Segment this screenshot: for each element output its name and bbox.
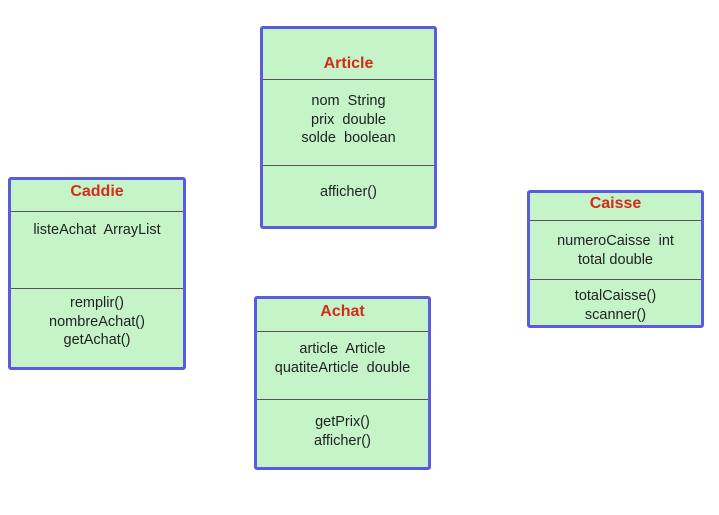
divider xyxy=(263,165,434,166)
class-title-caisse: Caisse xyxy=(589,195,642,212)
method-afficher: afficher() xyxy=(320,184,377,200)
class-title-caddie: Caddie xyxy=(70,183,124,200)
attribute-numerocaisse: numeroCaisse int xyxy=(557,233,674,249)
attribute-total: total double xyxy=(578,251,653,268)
method-scanner: scanner() xyxy=(584,306,647,323)
divider xyxy=(257,399,428,400)
methods-section-caisse: totalCaisse() scanner() xyxy=(530,287,701,324)
attribute-listeachat: listeAchat ArrayList xyxy=(33,222,161,238)
methods-section-achat: getPrix() afficher() xyxy=(257,413,428,450)
attribute-prix: prix double xyxy=(311,111,386,128)
attribute-solde: solde boolean xyxy=(301,130,396,146)
class-box-caddie[interactable]: Caddie listeAchat ArrayList remplir() no… xyxy=(8,177,186,370)
divider xyxy=(257,331,428,332)
attribute-article: article Article xyxy=(299,341,386,357)
class-name-section: Caddie xyxy=(11,183,183,201)
attributes-section-caddie: listeAchat ArrayList xyxy=(11,221,183,240)
class-name-section: Caisse xyxy=(530,195,701,213)
divider xyxy=(11,288,183,289)
class-box-article[interactable]: Article nom String prix double solde boo… xyxy=(260,26,437,229)
method-totalcaisse: totalCaisse() xyxy=(574,288,657,304)
class-name-section: Article xyxy=(263,55,434,73)
class-box-caisse[interactable]: Caisse numeroCaisse int total double tot… xyxy=(527,190,704,328)
class-name-section: Achat xyxy=(257,303,428,321)
attribute-nom: nom String xyxy=(311,93,386,109)
method-remplir: remplir() xyxy=(70,295,124,311)
divider xyxy=(11,211,183,212)
method-afficher: afficher() xyxy=(314,432,371,449)
method-nombreachat: nombreAchat() xyxy=(49,313,145,330)
attributes-section-caisse: numeroCaisse int total double xyxy=(530,232,701,269)
methods-section-caddie: remplir() nombreAchat() getAchat() xyxy=(11,294,183,350)
attributes-section-article: nom String prix double solde boolean xyxy=(263,92,434,148)
class-title-achat: Achat xyxy=(320,303,365,320)
attribute-quatitearticle: quatiteArticle double xyxy=(274,359,411,376)
attributes-section-achat: article Article quatiteArticle double xyxy=(257,340,428,377)
class-title-article: Article xyxy=(323,55,374,72)
divider xyxy=(530,220,701,221)
methods-section-article: afficher() xyxy=(263,183,434,202)
method-getachat: getAchat() xyxy=(63,332,131,348)
method-getprix: getPrix() xyxy=(315,414,370,430)
divider xyxy=(530,279,701,280)
divider xyxy=(263,79,434,80)
class-box-achat[interactable]: Achat article Article quatiteArticle dou… xyxy=(254,296,431,470)
